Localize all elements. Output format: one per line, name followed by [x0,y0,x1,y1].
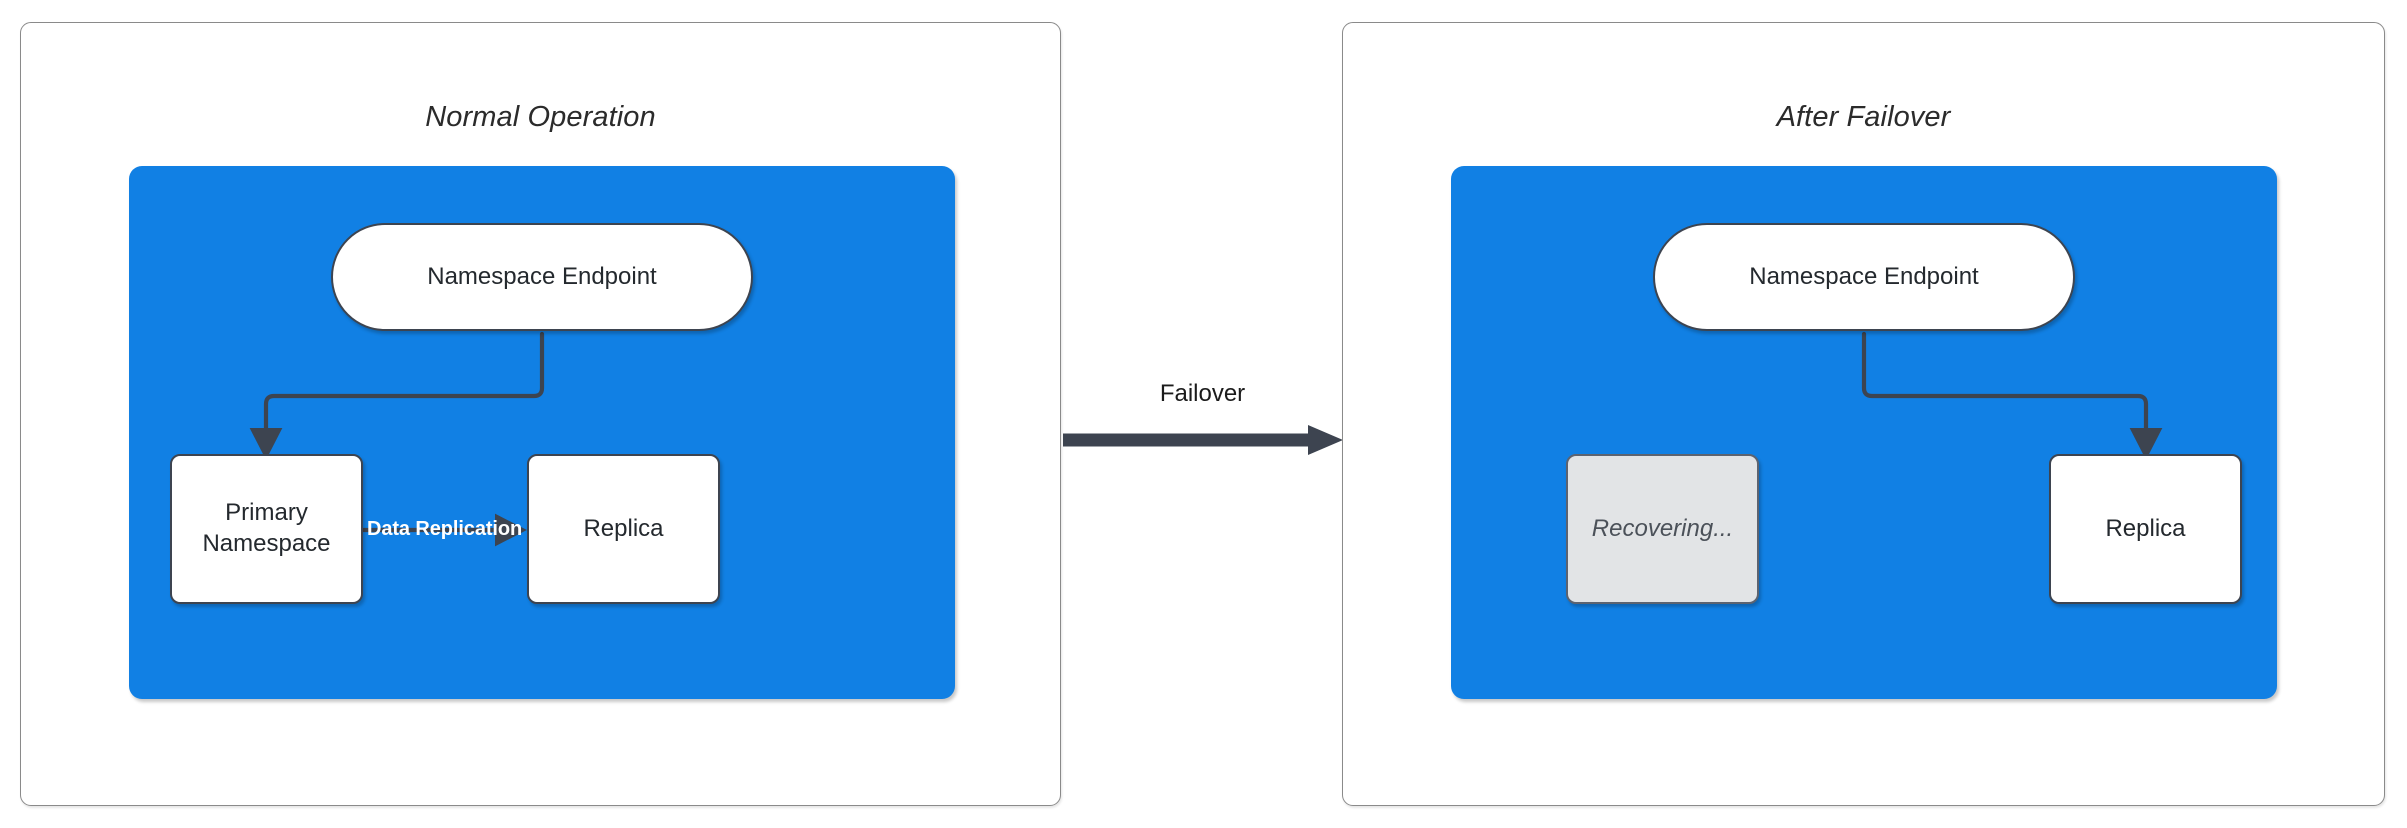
node-replica-right[interactable]: Replica [2049,454,2242,604]
node-label: Primary Namespace [202,498,330,559]
failover-arrow-label: Failover [1159,380,1246,407]
failover-transition: Failover [1060,380,1345,510]
panel-after-failover: After Failover Namespace Endpoint Recove… [1342,22,2385,806]
node-replica-left[interactable]: Replica [527,454,720,604]
edge-endpoint-to-replica [1861,331,2163,460]
zone-secondary-region: Namespace Endpoint Recovering... Replica [1451,166,2277,699]
node-label: Recovering... [1591,514,1734,542]
panel-normal-operation: Normal Operation Namesp [20,22,1061,806]
node-label-line1: Primary [225,499,308,527]
node-namespace-endpoint-right[interactable]: Namespace Endpoint [1653,223,2075,331]
edge-label-data-replication: Data Replication [367,518,523,540]
node-namespace-endpoint-left[interactable]: Namespace Endpoint [331,223,753,331]
node-label-line2: Namespace [202,530,331,557]
panel-title-after-failover: After Failover [1776,101,1951,133]
edge-endpoint-to-primary [249,331,545,460]
zone-primary-region: Namespace Endpoint Primary Namespace Rep… [129,166,955,699]
node-primary-namespace[interactable]: Primary Namespace [170,454,363,604]
node-label: Namespace Endpoint [1749,262,1979,290]
node-recovering[interactable]: Recovering... [1566,454,1759,604]
panel-title-normal-operation: Normal Operation [425,101,656,133]
node-label: Replica [583,514,664,542]
node-label: Namespace Endpoint [427,262,657,290]
node-label: Replica [2105,514,2186,542]
